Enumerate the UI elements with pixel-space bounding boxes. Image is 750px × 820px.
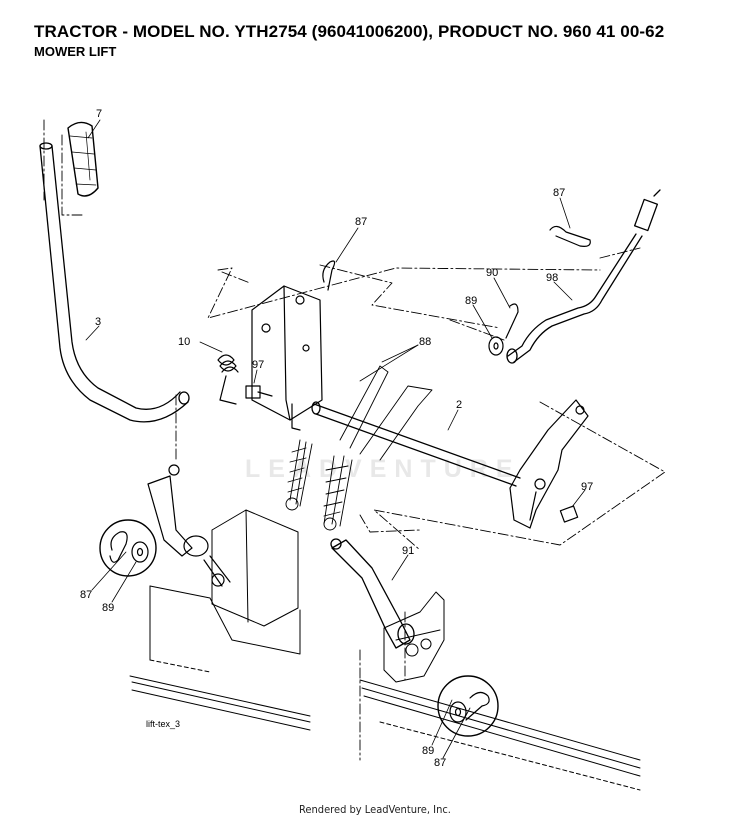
callout-97-upper: 97 (252, 359, 264, 371)
part-91-right-lower-arm (330, 538, 415, 649)
part-98-link-rod (506, 189, 661, 364)
part-97-bolt-lower (559, 505, 579, 523)
hairpin-clip-90 (505, 303, 519, 339)
detail-circle-left (99, 519, 157, 577)
callout-87-left: 87 (80, 589, 92, 601)
callout-labels: 7 3 87 10 97 88 87 90 98 89 2 97 87 89 9… (80, 108, 593, 769)
part-88-extension-springs (285, 365, 433, 531)
lift-bracket (251, 285, 323, 431)
right-lift-arm (509, 399, 589, 529)
part-3-lift-handle (39, 142, 190, 423)
callout-10: 10 (178, 336, 190, 348)
callout-88: 88 (419, 336, 431, 348)
hairpin-clip-87-upper-right (549, 225, 591, 247)
callout-91: 91 (402, 545, 414, 557)
callout-87-upper-right: 87 (553, 187, 565, 199)
part-2-lift-shaft (311, 401, 521, 487)
callout-89-right: 89 (422, 745, 434, 757)
page-subtitle: MOWER LIFT (34, 44, 117, 59)
callout-90: 90 (486, 267, 498, 279)
callout-89-upper: 89 (465, 295, 477, 307)
footer-credit: Rendered by LeadVenture, Inc. (299, 803, 451, 816)
part-97-bolt-upper (245, 385, 273, 399)
callout-98: 98 (546, 272, 558, 284)
hairpin-clip-87-center (322, 260, 336, 291)
callout-7: 7 (96, 108, 102, 120)
callout-3: 3 (95, 316, 101, 328)
detail-circle-right (437, 675, 499, 737)
left-frame-section (129, 509, 311, 731)
left-lower-arm (147, 464, 231, 587)
page-title: TRACTOR - MODEL NO. YTH2754 (96041006200… (34, 22, 665, 41)
callout-89-left: 89 (102, 602, 114, 614)
part-10-torsion-spring (217, 354, 239, 405)
reference-lines (43, 119, 666, 761)
callout-2: 2 (456, 399, 462, 411)
callout-87-center: 87 (355, 216, 367, 228)
washer-89-upper (488, 336, 504, 356)
part-7-handle-grip (67, 121, 99, 197)
callout-87-right: 87 (434, 757, 446, 769)
right-frame-section (359, 591, 641, 791)
figure-id-label: lift-tex_3 (146, 719, 181, 729)
callout-97-lower: 97 (581, 481, 593, 493)
leader-lines (85, 119, 586, 759)
